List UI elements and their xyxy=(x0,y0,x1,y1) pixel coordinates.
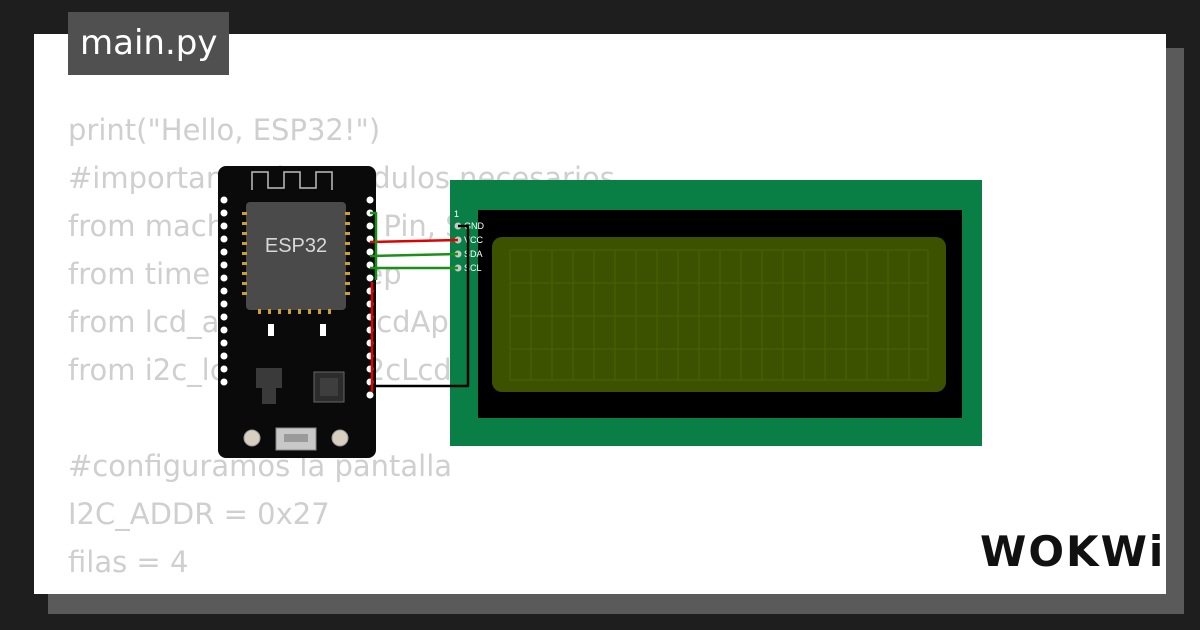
usb-port-inner xyxy=(284,434,308,442)
code-line: columnas = 20 xyxy=(68,586,615,594)
wire-sda[interactable] xyxy=(369,252,459,258)
code-line: filas = 4 xyxy=(68,545,189,579)
regulator-chip xyxy=(256,368,282,388)
usb-chip-core xyxy=(320,378,338,396)
esp32-module xyxy=(246,202,346,310)
lcd-pin-sda-label: SDA xyxy=(464,249,483,259)
wire-vcc[interactable] xyxy=(369,238,459,244)
file-tab[interactable]: main.py xyxy=(68,12,230,75)
esp32-label: ESP32 xyxy=(265,235,327,257)
wires xyxy=(369,211,470,392)
lcd-pin-one-label: 1 xyxy=(454,209,459,219)
lcd-display[interactable]: 1 GND VCC SDA SCL xyxy=(450,180,982,446)
wire-gnd[interactable] xyxy=(370,224,470,388)
silk-mark xyxy=(268,324,274,336)
code-line: I2C_ADDR = 0x27 xyxy=(68,497,330,531)
regulator-tab xyxy=(262,388,276,404)
lcd-screen xyxy=(492,237,946,392)
wire-green-short xyxy=(370,211,378,280)
en-button[interactable] xyxy=(243,429,261,447)
code-line: print("Hello, ESP32!") xyxy=(68,113,381,147)
lcd-char-grid xyxy=(509,249,929,381)
lcd-pin-vcc-label: VCC xyxy=(464,235,484,245)
boot-button[interactable] xyxy=(331,429,349,447)
left-header-pins xyxy=(220,196,228,386)
silk-mark xyxy=(320,324,326,336)
esp32-board[interactable]: ESP32 xyxy=(218,166,376,458)
antenna-trace xyxy=(251,171,333,190)
lcd-pin-scl-label: SCL xyxy=(464,263,482,273)
wokwi-logo: WOKWi xyxy=(980,527,1165,576)
lcd-pin-gnd-label: GND xyxy=(464,221,485,231)
module-pads xyxy=(242,212,350,314)
